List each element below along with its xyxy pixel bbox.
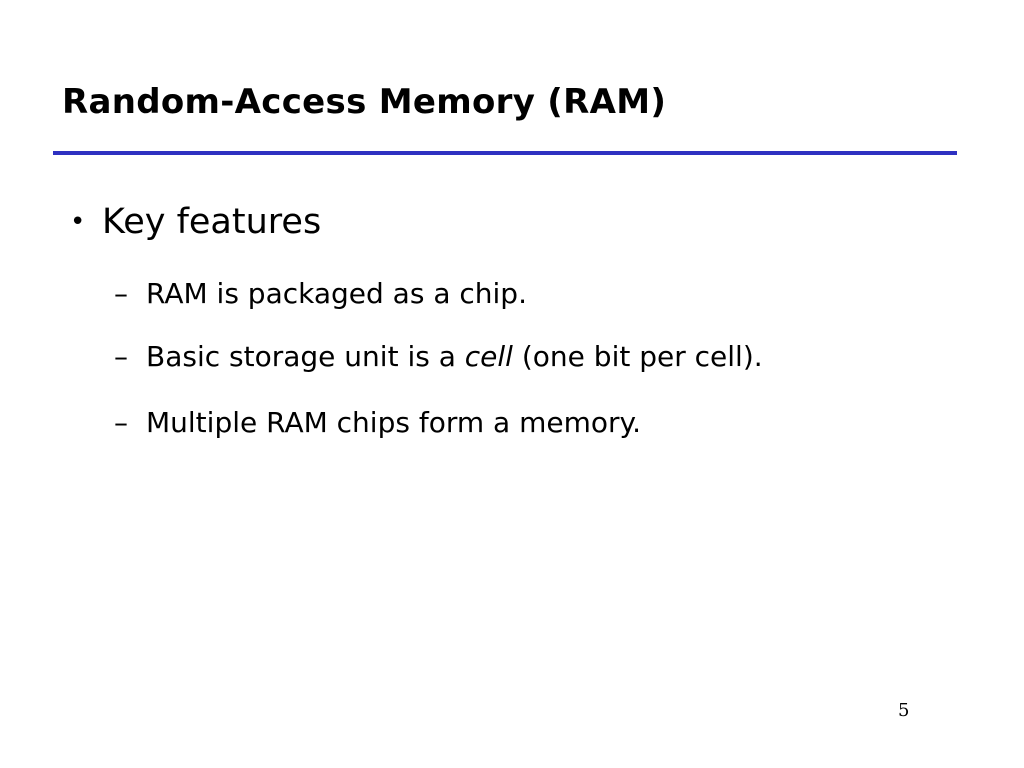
dash-marker: –: [114, 340, 128, 373]
sub-bullet-storage-unit: –Basic storage unit is a cell (one bit p…: [114, 339, 763, 375]
sub-bullet-packaged-chip: –RAM is packaged as a chip.: [114, 276, 527, 312]
title-divider: [53, 151, 957, 155]
sub-bullet-multiple-chips: –Multiple RAM chips form a memory.: [114, 405, 641, 441]
bullet-text: Key features: [102, 202, 322, 242]
sub-bullet-text-end: (one bit per cell).: [512, 340, 763, 373]
dash-marker: –: [114, 277, 128, 310]
slide-title: Random-Access Memory (RAM): [62, 82, 667, 122]
dash-marker: –: [114, 406, 128, 439]
sub-bullet-text: RAM is packaged as a chip.: [146, 277, 527, 310]
sub-bullet-text: Multiple RAM chips form a memory.: [146, 406, 641, 439]
bullet-key-features: • Key features: [70, 200, 321, 244]
sub-bullet-text-start: Basic storage unit is a: [146, 340, 465, 373]
page-number: 5: [898, 700, 910, 721]
sub-bullet-emphasis: cell: [464, 340, 513, 373]
bullet-marker: •: [70, 207, 86, 237]
